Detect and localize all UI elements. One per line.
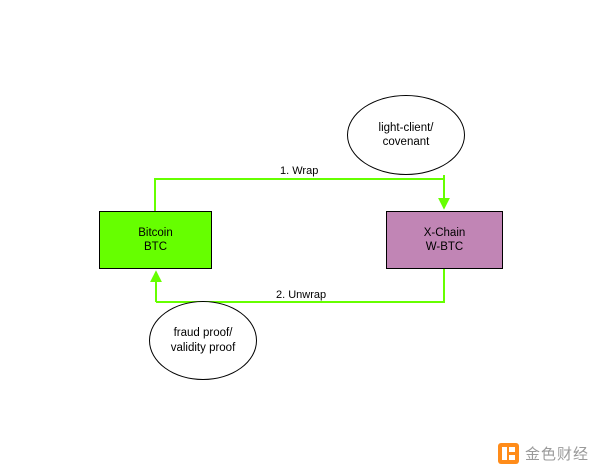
- node-fraud-proof[interactable]: fraud proof/ validity proof: [149, 301, 257, 380]
- node-light-client[interactable]: light-client/ covenant: [347, 95, 465, 175]
- node-xchain[interactable]: X-Chain W-BTC: [386, 211, 503, 269]
- edge-label-unwrap: 2. Unwrap: [273, 289, 330, 301]
- edge-label-wrap: 1. Wrap: [277, 165, 322, 177]
- edge-unwrap-path: [156, 269, 445, 303]
- edge-wrap-path: [154, 178, 444, 211]
- node-xchain-line2: W-BTC: [425, 241, 464, 253]
- node-fraud-proof-line1: fraud proof/: [173, 327, 233, 340]
- node-bitcoin-line1: Bitcoin: [138, 226, 173, 239]
- node-fraud-proof-line2: validity proof: [170, 341, 236, 354]
- watermark-text: 金色财经: [524, 446, 589, 463]
- node-light-client-line1: light-client/: [378, 121, 434, 134]
- watermark: 金色财经: [497, 443, 589, 464]
- node-bitcoin-line2: BTC: [144, 241, 167, 253]
- node-light-client-line2: covenant: [382, 136, 430, 148]
- node-xchain-line1: X-Chain: [423, 226, 466, 239]
- watermark-logo-icon: [497, 443, 519, 464]
- node-bitcoin[interactable]: Bitcoin BTC: [99, 211, 212, 269]
